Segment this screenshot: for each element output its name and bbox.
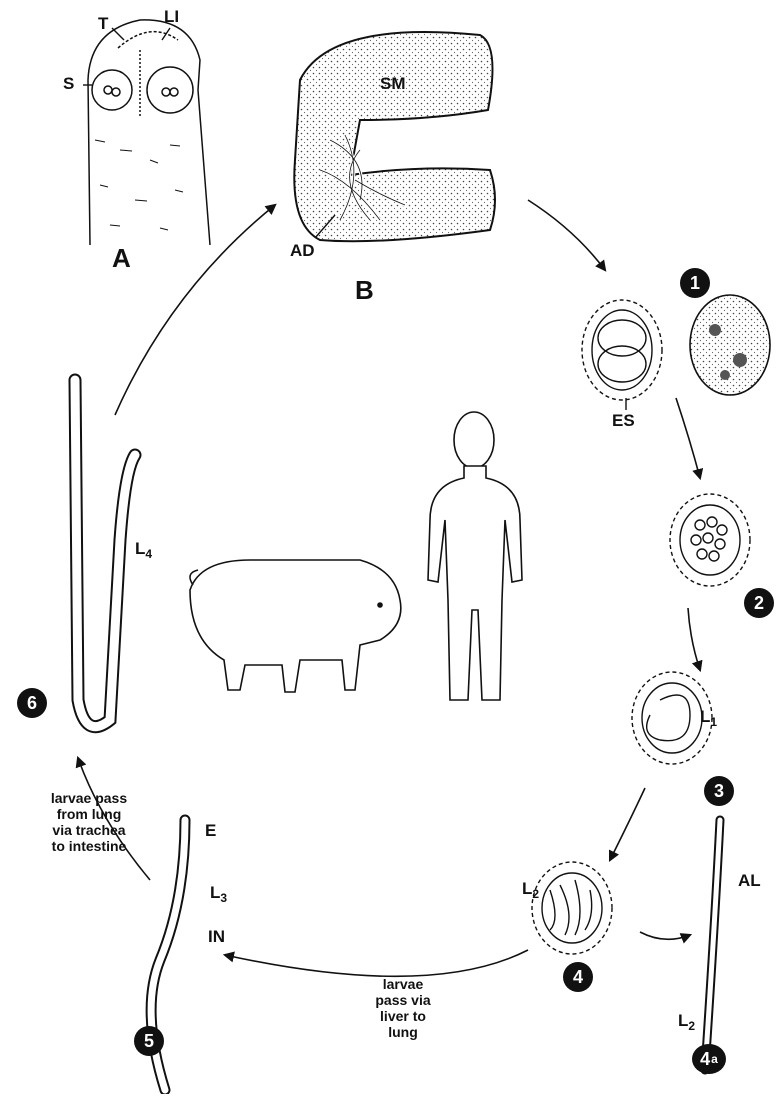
note-trachea-to-intestine: larvae pass from lung via trachea to int… xyxy=(30,790,148,854)
label-e: E xyxy=(205,822,216,839)
stage-1-badge: 1 xyxy=(680,268,710,298)
label-l2-egg: L2 xyxy=(522,880,539,900)
egg-stage-4 xyxy=(532,862,612,954)
egg-stage-1 xyxy=(582,300,662,400)
label-t: T xyxy=(98,15,108,32)
label-l4: L4 xyxy=(135,540,152,560)
stage-5-badge: 5 xyxy=(134,1026,164,1056)
stage-3-badge: 3 xyxy=(704,776,734,806)
note-liver-to-lung: larvae pass via liver to lung xyxy=(358,976,448,1040)
label-li: LI xyxy=(164,8,179,25)
larva-stage-6 xyxy=(75,380,135,727)
pig-icon xyxy=(190,560,401,692)
egg-surface-view xyxy=(690,295,770,395)
label-l3: L3 xyxy=(210,884,227,904)
stage-2-badge: 2 xyxy=(744,588,774,618)
label-l1: L1 xyxy=(700,708,717,728)
stage-6-badge: 6 xyxy=(17,688,47,718)
human-icon xyxy=(428,412,522,700)
pointer-t xyxy=(112,28,124,40)
panel-label-b: B xyxy=(355,277,374,303)
egg-stage-2 xyxy=(670,494,750,586)
label-l2-free: L2 xyxy=(678,1012,695,1032)
label-al: AL xyxy=(738,872,761,889)
scolex-illustration xyxy=(88,20,210,245)
intestine-illustration xyxy=(294,32,495,241)
stage-4-badge: 4 xyxy=(563,962,593,992)
label-es: ES xyxy=(612,412,635,429)
label-sm: SM xyxy=(380,75,406,92)
panel-label-a: A xyxy=(112,245,131,271)
label-ad: AD xyxy=(290,242,315,259)
label-s: S xyxy=(63,75,74,92)
label-in: IN xyxy=(208,928,225,945)
